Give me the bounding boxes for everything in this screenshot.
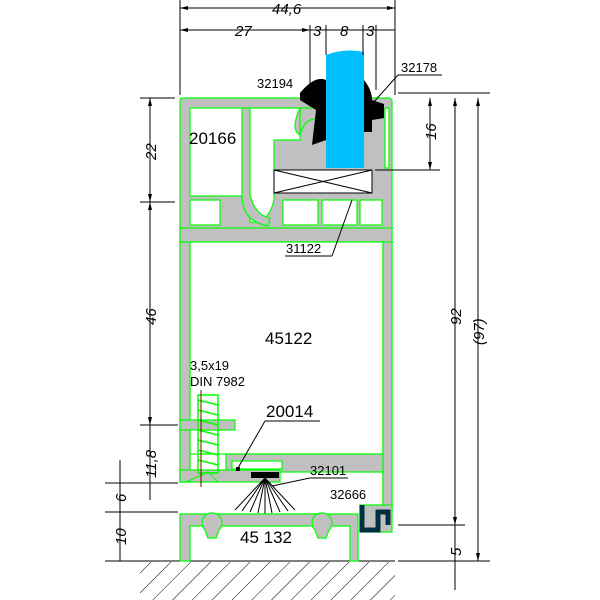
label-frame-profile: 45122 — [265, 329, 312, 348]
gasket-outer-icon — [300, 78, 326, 145]
dim-total-height: (97) — [471, 318, 488, 345]
label-glazing-bead: 31122 — [286, 241, 321, 256]
dim-gasket-left: 3 — [313, 23, 322, 40]
label-screw-size: 3,5x19 — [190, 358, 229, 373]
label-bottom-profile: 20014 — [266, 402, 313, 421]
label-gasket-outer: 32194 — [257, 76, 293, 91]
leader-lines — [237, 74, 442, 487]
glass-pane — [326, 50, 364, 168]
label-sash-profile: 20166 — [189, 129, 236, 148]
brush-seal-icon — [234, 472, 296, 514]
label-screw-standard: DIN 7982 — [190, 374, 245, 389]
dim-upper-height: 22 — [143, 143, 160, 161]
dim-left-width: 27 — [234, 23, 252, 40]
dim-bottom-offset: 5 — [448, 547, 465, 556]
dimension-lines — [105, 0, 490, 590]
screw-icon — [185, 390, 220, 487]
label-gasket-inner: 32178 — [401, 60, 437, 75]
ground-hatch — [140, 560, 395, 600]
dim-middle-height: 46 — [143, 308, 160, 325]
dim-lower-height: 11,8 — [143, 449, 160, 478]
label-sill-seal: 32666 — [330, 487, 366, 502]
dim-sill-height: 10 — [113, 528, 130, 545]
dim-glass: 8 — [340, 23, 349, 40]
sill-seal-icon — [359, 505, 391, 533]
setting-block — [273, 169, 373, 194]
dim-frame-height: 92 — [448, 308, 465, 325]
label-sill-profile: 45 132 — [240, 528, 292, 547]
dim-gasket-right: 3 — [366, 23, 375, 40]
gasket-inner-icon — [364, 80, 384, 132]
dim-glass-rebate: 16 — [423, 123, 440, 140]
dim-overall-width: 44,6 — [272, 1, 302, 18]
label-brush-seal: 32101 — [310, 463, 346, 478]
dim-gap: 6 — [113, 493, 130, 502]
